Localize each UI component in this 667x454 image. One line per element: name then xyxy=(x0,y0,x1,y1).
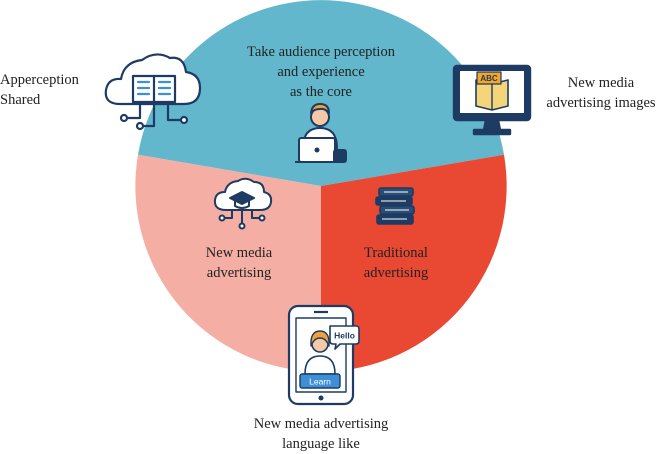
outer-label-bottom: New media advertising language like xyxy=(221,414,421,454)
segment-right-line: Traditional xyxy=(364,245,428,261)
segment-audience-core xyxy=(138,0,504,187)
cloud-graduation-icon xyxy=(213,177,273,230)
book-stack-icon xyxy=(375,187,415,225)
outer-label-line: New media advertising xyxy=(253,416,389,432)
outer-label-top-left: Apperception Shared xyxy=(0,70,92,110)
outer-label-line: language like xyxy=(282,436,360,452)
learn-button-text: Learn xyxy=(309,377,331,387)
outer-label-line: advertising images xyxy=(546,95,656,111)
segment-left-line: New media xyxy=(205,245,273,261)
segment-left-label: New media advertising xyxy=(179,243,299,283)
hello-bubble-text: Hello xyxy=(334,331,355,341)
segment-right-label: Traditional advertising xyxy=(336,243,456,283)
monitor-book-icon xyxy=(452,64,532,136)
segment-right-line: advertising xyxy=(363,265,429,281)
outer-label-line: Apperception xyxy=(0,72,79,88)
outer-label-top-right: New media advertising images xyxy=(535,73,667,113)
person-laptop-icon xyxy=(295,103,347,163)
outer-label-line: New media xyxy=(567,75,635,91)
outer-label-line: Shared xyxy=(0,92,41,108)
segment-traditional-advertising xyxy=(321,154,507,372)
segment-top-line: as the core xyxy=(290,84,352,100)
cloud-library-icon xyxy=(104,53,202,131)
segment-left-line: advertising xyxy=(206,265,272,281)
segment-new-media-advertising xyxy=(135,154,321,372)
phone-learning-icon xyxy=(287,304,360,406)
segment-top-line: and experience xyxy=(277,64,365,80)
book-cover-text: ABC xyxy=(480,74,498,83)
segment-top-line: Take audience perception xyxy=(247,44,395,60)
segment-top-label: Take audience perception and experience … xyxy=(221,42,421,102)
